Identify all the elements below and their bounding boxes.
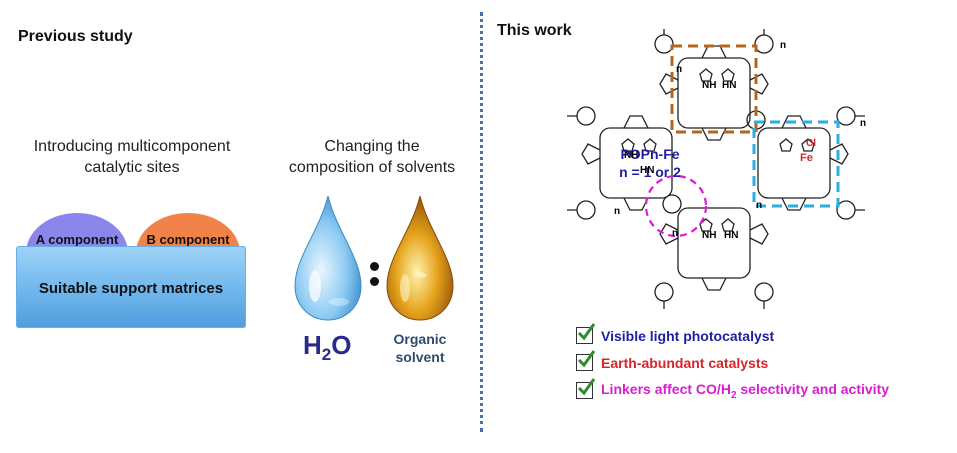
panel-divider (480, 12, 483, 432)
porphyrin-core (677, 57, 751, 129)
support-matrix-block (16, 246, 246, 328)
formula-h: H (303, 330, 322, 360)
hn-label: HN (722, 80, 737, 91)
caption-line: catalytic sites (84, 159, 180, 176)
organic-solvent-drop-icon (386, 195, 454, 321)
polymer-name: POPn-Fe (620, 146, 680, 162)
water-drop-icon (294, 195, 362, 321)
linker-circle (644, 174, 708, 238)
check-icon (576, 350, 596, 371)
feature-text: Linkers affect CO/H2 selectivity and act… (601, 381, 889, 401)
n-repeat-label: n (676, 64, 683, 75)
n-repeat-label: n (780, 40, 787, 51)
feature-item: Visible light photocatalyst (576, 323, 889, 344)
fe-site-box (752, 120, 840, 208)
fe-label: Fe (800, 152, 813, 164)
previous-study-heading: Previous study (18, 28, 133, 45)
hn-label: HN (724, 230, 739, 241)
porphyrin-core (599, 127, 673, 199)
polymer-label: POPn-Fe n = 1 or 2 (590, 145, 710, 181)
feature-list: Visible light photocatalyst Earth-abunda… (576, 323, 889, 401)
this-work-heading: This work (497, 22, 572, 39)
n-repeat-label: n (672, 228, 679, 239)
organic-solvent-label: Organic solvent (380, 330, 460, 366)
porphyrin-core (677, 207, 751, 279)
polymer-n-value: n = 1 or 2 (619, 164, 681, 180)
feature-item: Earth-abundant catalysts (576, 350, 889, 371)
feature-text-tail: selectivity and activity (736, 381, 890, 397)
fe-porphyrin-core (757, 127, 831, 199)
caption-line: composition of solvents (288, 159, 456, 176)
check-icon (576, 323, 596, 344)
feature-text: Visible light photocatalyst (601, 327, 775, 344)
component-a-label: A component (35, 232, 119, 247)
feature-item: Linkers affect CO/H2 selectivity and act… (576, 378, 889, 401)
feature-text-main: Linkers affect CO/H (601, 381, 731, 397)
formula-subscript: 2 (321, 345, 332, 365)
repeat-unit-box (670, 44, 758, 134)
n-repeat-label: n (860, 118, 867, 129)
cl-label: Cl (806, 138, 816, 149)
ratio-dot (370, 277, 379, 286)
n-repeat-label: n (756, 200, 763, 211)
ratio-dot (370, 262, 379, 271)
feature-text: Earth-abundant catalysts (601, 354, 769, 371)
nh-label: NH (702, 80, 717, 91)
caption-line: Introducing multicomponent (33, 138, 231, 155)
nh-label: NH (624, 150, 639, 161)
caption-line: Changing the (324, 138, 420, 155)
check-icon (576, 378, 596, 400)
multicomponent-caption: Introducing multicomponent catalytic sit… (10, 136, 254, 178)
formula-o: O (331, 330, 352, 360)
label-line: Organic (393, 331, 447, 347)
solvent-caption: Changing the composition of solvents (272, 136, 472, 178)
feature-subscript: 2 (730, 389, 737, 401)
label-line: solvent (395, 349, 445, 365)
component-b-label: B component (146, 232, 230, 247)
n-repeat-label: n (614, 206, 621, 217)
porphyrin-polymer-structure (567, 29, 865, 309)
support-matrix-label: Suitable support matrices (38, 280, 224, 297)
nh-label: NH (702, 230, 717, 241)
water-formula: H2O (303, 330, 351, 365)
hn-label: HN (640, 165, 655, 176)
